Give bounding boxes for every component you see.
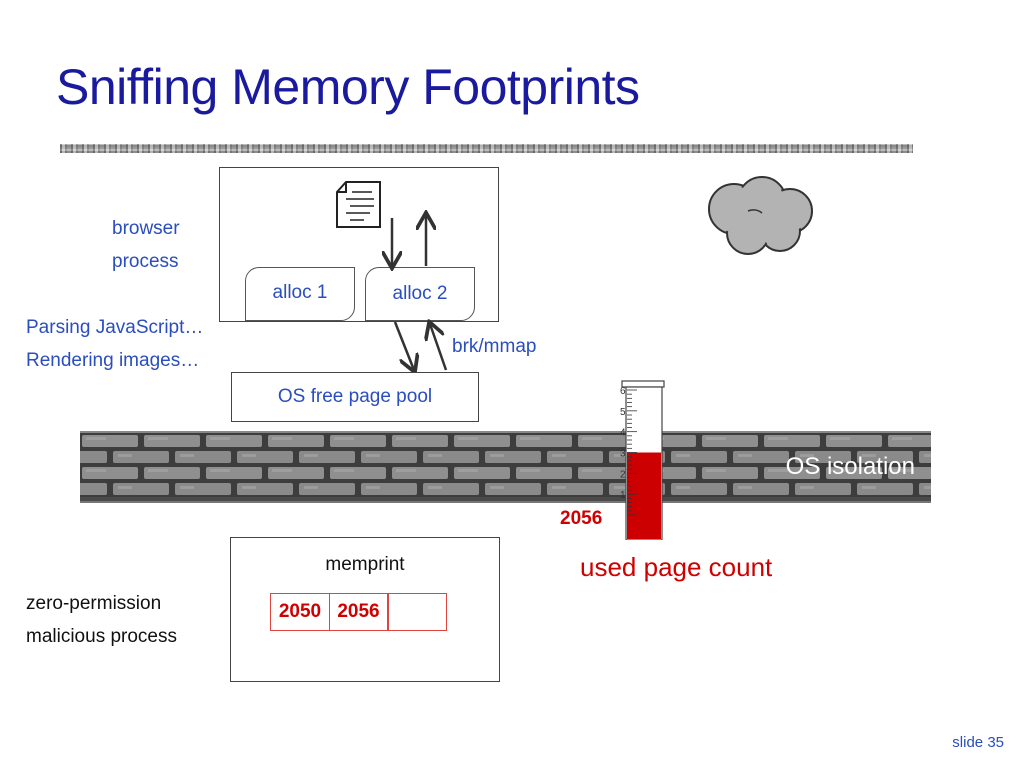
page-count-gauge: 1 2 3 4 5 6: [620, 380, 665, 540]
alloc-2-label: alloc 2: [392, 283, 448, 304]
memprint-cell-3: [387, 593, 447, 631]
page-pool-box: OS free page pool: [231, 372, 479, 422]
malicious-label-line2: malicious process: [26, 626, 177, 647]
browser-process-label: browser process: [112, 212, 180, 278]
memprint-cell-2: 2056: [328, 593, 389, 631]
gauge-tick-label: 4: [620, 428, 626, 439]
page-pool-label: OS free page pool: [277, 386, 433, 407]
gauge-reading: 2056: [560, 508, 603, 529]
gauge-rim: [621, 380, 665, 388]
os-isolation-label: OS isolation: [785, 453, 915, 480]
memprint-cell-1: 2050: [270, 593, 330, 631]
malicious-label-line1: zero-permission: [26, 593, 162, 614]
activity-label: Parsing JavaScript… Rendering images…: [26, 311, 203, 377]
alloc-1-box: alloc 1: [245, 267, 355, 321]
browser-label-line2: process: [112, 251, 179, 272]
cloud-icon: [708, 176, 813, 255]
gauge-fill: [627, 452, 661, 539]
slide-number: slide 35: [952, 734, 1004, 751]
alloc-1-label: alloc 1: [272, 282, 328, 303]
gauge-tick-label: 5: [620, 407, 626, 418]
malicious-process-label: zero-permission malicious process: [26, 587, 177, 653]
gauge-tick-label: 3: [620, 449, 626, 460]
arrow-to-page-pool: [393, 321, 414, 370]
brick-pattern: [80, 433, 931, 497]
activity-label-line1: Parsing JavaScript…: [26, 317, 204, 338]
memprint-box: memprint 2050 2056: [230, 537, 500, 682]
slide-title: Sniffing Memory Footprints: [56, 59, 640, 115]
syscall-label: brk/mmap: [452, 336, 537, 357]
gauge-ticks: 1 2 3 4 5 6: [620, 386, 637, 516]
activity-label-line2: Rendering images…: [26, 350, 200, 371]
document-icon: [336, 181, 381, 228]
gauge-tick-label: 2: [620, 469, 626, 480]
os-isolation-wall: OS isolation: [80, 431, 931, 503]
gauge-tick-label: 6: [620, 386, 626, 397]
title-divider: [60, 144, 913, 153]
browser-label-line1: browser: [112, 218, 180, 239]
alloc-2-box: alloc 2: [365, 267, 475, 321]
gauge-caption: used page count: [580, 552, 773, 582]
gauge-tick-label: 1: [620, 490, 626, 501]
memprint-title: memprint: [325, 554, 405, 575]
arrow-from-page-pool: [430, 324, 448, 371]
memprint-cells: 2050 2056: [270, 593, 447, 631]
